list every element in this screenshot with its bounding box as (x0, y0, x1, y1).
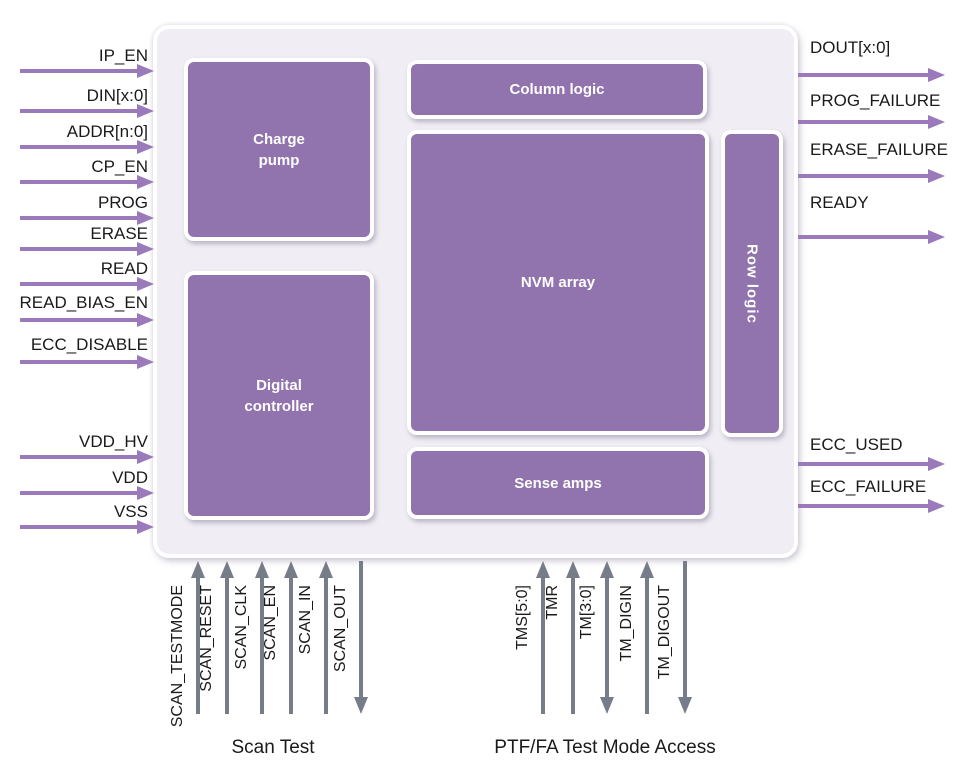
signal-label-scan-en: SCAN_EN (262, 585, 279, 661)
testmode-input-arrow-icon (535, 561, 551, 714)
scan-output-arrow-icon (353, 561, 369, 714)
block-row-logic: Row logic (721, 130, 783, 437)
signal-label-ip-en: IP_EN (98, 46, 148, 65)
signal-label-read: READ (100, 259, 148, 278)
input-arrow-icon (20, 312, 154, 328)
input-arrow-icon (20, 276, 154, 292)
signal-label-prog: PROG (97, 193, 148, 212)
signal-label-vss: VSS (113, 502, 148, 521)
signal-label-ready: READY (810, 193, 869, 212)
block-label: Column logic (509, 81, 605, 98)
signal-label-tm-digout: TM_DIGOUT (656, 585, 673, 680)
block-label: Sense amps (514, 474, 602, 492)
input-arrow-icon (20, 174, 154, 190)
signal-label-addr: ADDR[n:0] (66, 122, 148, 141)
scan-test-caption: Scan Test (231, 737, 315, 758)
signal-label-erase-failure: ERASE_FAILURE (810, 140, 948, 159)
signal-label-tm: TM[3:0] (578, 585, 595, 640)
signal-label-read-bias-en: READ_BIAS_EN (19, 293, 149, 312)
input-arrow-icon (20, 210, 154, 226)
block-nvm-array: NVM array (407, 130, 709, 435)
scan-input-arrow-icon (283, 561, 299, 714)
block-label: NVM array (520, 274, 596, 291)
input-arrow-icon (20, 139, 154, 155)
signal-label-tms: TMS[5:0] (514, 585, 531, 650)
scan-input-arrow-icon (190, 561, 206, 714)
scan-input-arrow-icon (219, 561, 235, 714)
input-arrow-icon (20, 241, 154, 257)
signal-label-ecc-failure: ECC_FAILURE (810, 477, 927, 496)
input-arrow-icon (20, 103, 154, 119)
signal-label-prog-failure: PROG_FAILURE (810, 91, 941, 110)
testmode-bidirectional-arrow-icon (599, 561, 615, 714)
testmode-input-arrow-icon (565, 561, 581, 714)
signal-label-ecc-disable: ECC_DISABLE (30, 335, 148, 354)
output-arrow-icon (798, 498, 945, 514)
block-label: Charge pump (253, 130, 305, 169)
input-arrow-icon (20, 519, 154, 535)
output-arrow-icon (798, 168, 945, 184)
block-digital-controller: Digital controller (184, 271, 374, 520)
signal-label-tmr: TMR (544, 585, 561, 620)
testmode-input-arrow-icon (639, 561, 655, 714)
signal-label-vdd: VDD (112, 468, 148, 487)
output-arrow-icon (798, 67, 945, 83)
signal-label-scan-reset: SCAN_RESET (198, 585, 215, 692)
signal-label-vdd-hv: VDD_HV (79, 432, 148, 451)
block-column-logic: Column logic (407, 60, 707, 119)
signal-label-scan-in: SCAN_IN (297, 585, 314, 655)
signal-label-tm-digin: TM_DIGIN (618, 585, 635, 662)
signal-label-scan-testmode: SCAN_TESTMODE (169, 585, 186, 728)
signal-label-erase: ERASE (90, 224, 148, 243)
block-label: Digital controller (244, 376, 314, 415)
signal-label-dout: DOUT[x:0] (810, 38, 891, 57)
block-sense-amps: Sense amps (407, 447, 709, 519)
input-arrow-icon (20, 449, 154, 465)
signal-label-scan-out: SCAN_OUT (332, 585, 349, 673)
scan-input-arrow-icon (318, 561, 334, 714)
signal-label-din: DIN[x:0] (86, 86, 148, 105)
output-arrow-icon (798, 229, 945, 245)
testmode-output-arrow-icon (677, 561, 693, 714)
signal-label-ecc-used: ECC_USED (810, 435, 903, 454)
input-arrow-icon (20, 485, 154, 501)
input-arrow-icon (20, 63, 154, 79)
block-charge-pump: Charge pump (184, 58, 374, 241)
block-label: Row logic (743, 243, 761, 324)
output-arrow-icon (798, 114, 945, 130)
ptf-fa-test-mode-caption: PTF/FA Test Mode Access (494, 737, 716, 758)
signal-label-cp-en: CP_EN (91, 157, 148, 176)
output-arrow-icon (798, 456, 945, 472)
input-arrow-icon (20, 354, 154, 370)
signal-label-scan-clk: SCAN_CLK (233, 585, 250, 670)
scan-input-arrow-icon (254, 561, 270, 714)
